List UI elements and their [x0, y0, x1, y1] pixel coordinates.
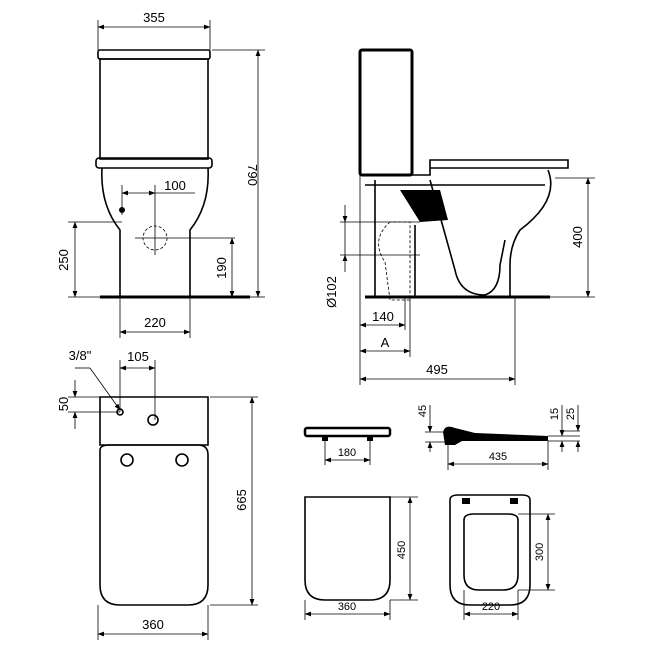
dim-seat-thickness-a: 15	[549, 408, 561, 420]
dim-pedestal-width: 220	[144, 315, 166, 330]
top-view: 3/8" 105 50 665 360	[56, 348, 258, 640]
side-view: Ø102 140 A 495 400	[324, 48, 595, 385]
seat-front-view: 180	[303, 426, 392, 465]
dim-seat-length: 435	[489, 451, 507, 463]
dim-outlet-height: 190	[214, 257, 229, 279]
lid-top-view: 450 360	[304, 496, 418, 620]
dim-front-width: 355	[143, 10, 165, 25]
dim-opening-width: 220	[482, 601, 500, 613]
dim-seat-hinge-height: 45	[417, 405, 429, 417]
dim-total-height: 790	[245, 164, 260, 186]
dim-top-depth: 665	[234, 489, 249, 511]
dim-total-depth: 495	[426, 362, 448, 377]
dim-inlet-height: 250	[56, 249, 71, 271]
dim-opening-depth: 300	[534, 543, 546, 561]
seat-top-view: 300 220	[449, 494, 555, 620]
dim-top-inlet-offset: 105	[127, 349, 149, 364]
dim-lid-width: 360	[338, 601, 356, 613]
dim-seat-thickness-b: 25	[565, 408, 577, 420]
dim-outlet-diameter: Ø102	[324, 276, 339, 308]
dim-hinge-spacing: 180	[338, 447, 356, 459]
dim-inlet-offset: 100	[164, 178, 186, 193]
dim-inlet-thread: 3/8"	[69, 348, 92, 363]
dim-seat-height: 400	[570, 226, 585, 248]
dim-top-width: 360	[142, 617, 164, 632]
dim-outlet-distance: 140	[372, 309, 394, 324]
dim-outlet-ref: A	[381, 335, 390, 350]
dim-lid-depth: 450	[396, 541, 408, 559]
front-view: 355 790 100 250 190 220	[56, 10, 265, 338]
seat-profile-view: 45 15 25 435	[417, 405, 581, 470]
dim-top-inlet-depth: 50	[56, 397, 71, 411]
